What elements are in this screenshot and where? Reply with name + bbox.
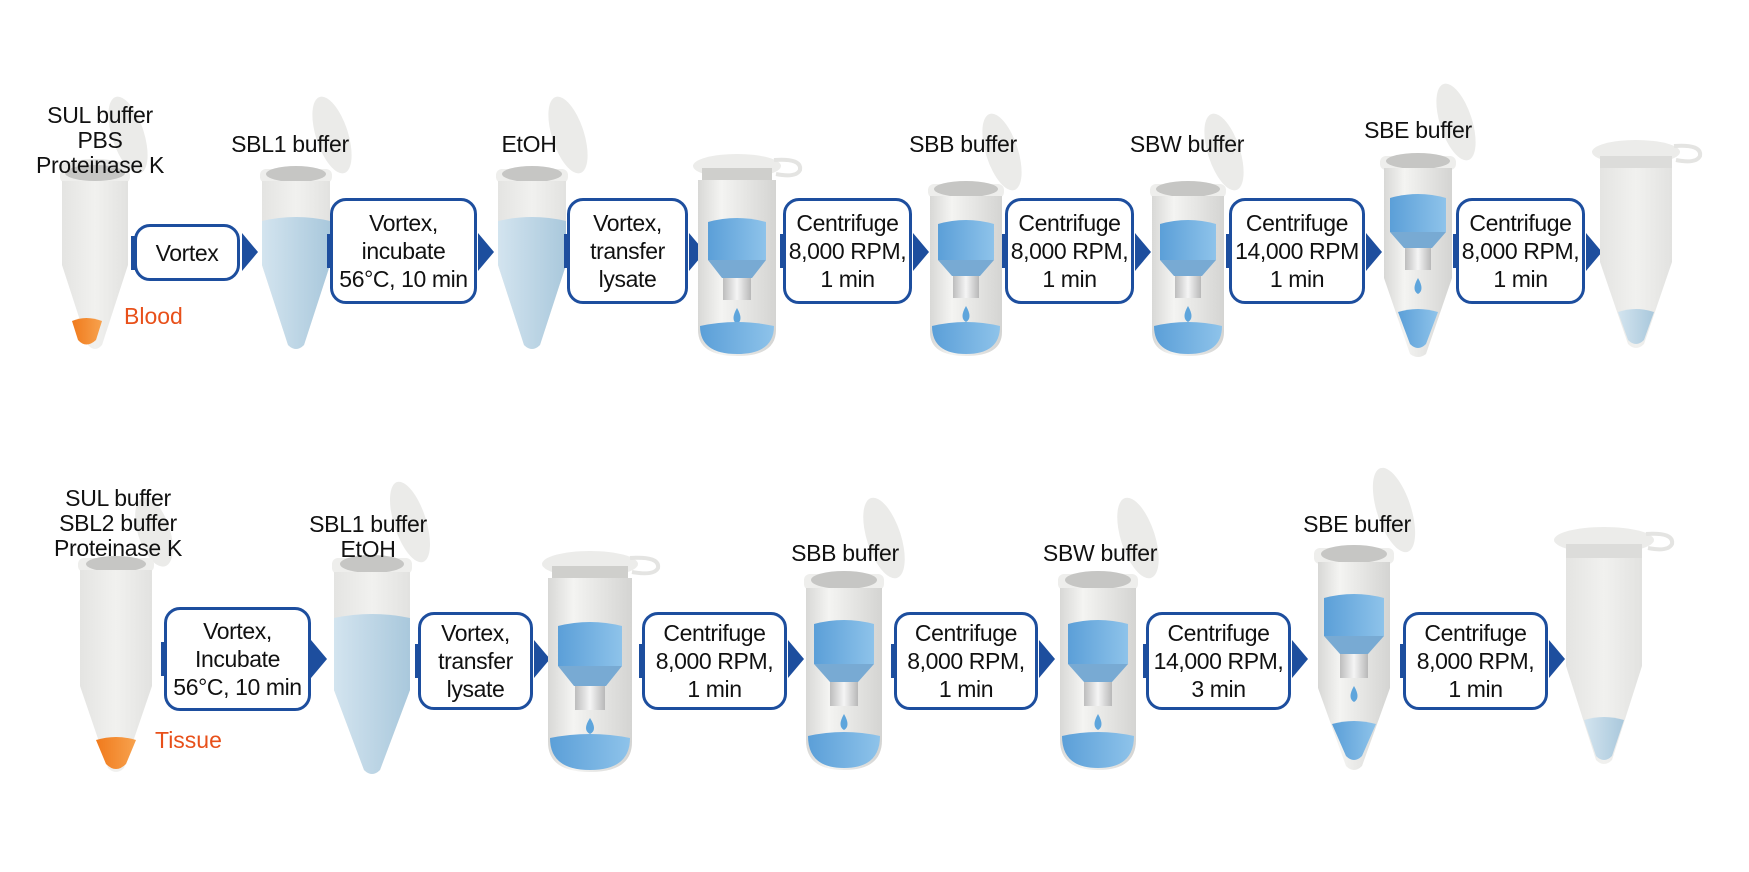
reagent-label: SBW buffer [1042,540,1158,566]
reagent-label: SBE buffer [1303,511,1411,537]
reagent-label: SBB buffer [909,131,1017,157]
capped-tube-eluate-icon [1554,527,1675,764]
arrow-right-icon [1292,640,1308,678]
open-spin-column-icon [1058,497,1159,770]
step-box: Vortex, transfer lysate [418,612,533,710]
arrow-right-icon [311,640,327,678]
step-box: Vortex [134,224,240,281]
arrow-right-icon [913,233,929,271]
open-tube-buffer-icon [260,96,352,349]
step-box: Centrifuge 8,000 RPM, 1 min [1403,612,1548,710]
step-box: Centrifuge 8,000 RPM, 1 min [642,612,787,710]
tissue-sample-icon [96,737,136,769]
arrow-right-icon [1549,640,1565,678]
open-spin-column-conical-icon [1314,467,1416,770]
arrow-right-icon [534,640,550,678]
step-box: Centrifuge 8,000 RPM, 1 min [894,612,1038,710]
arrow-right-icon [242,233,258,271]
step-box: Centrifuge 8,000 RPM, 1 min [783,198,912,304]
step-box: Centrifuge 8,000 RPM, 1 min [1005,198,1134,304]
open-spin-column-icon [804,497,905,770]
blood-sample-icon [72,318,102,345]
step-box: Vortex, transfer lysate [567,198,688,304]
reagent-label: SUL buffer PBS Proteinase K [35,102,165,178]
sample-label-tissue: Tissue [155,727,222,753]
step-box: Vortex, incubate 56°C, 10 min [330,198,477,304]
reagent-label: EtOH [501,131,557,157]
open-spin-column-icon [928,113,1022,356]
capped-spin-column-icon [693,154,803,356]
arrow-right-icon [1586,233,1602,271]
open-tube-buffer-icon [496,96,588,349]
capped-spin-column-icon [542,551,661,772]
reagent-label: SBW buffer [1129,131,1245,157]
reagent-label: SBL1 buffer EtOH [309,511,427,562]
arrow-right-icon [1135,233,1151,271]
open-tube-icon [78,497,173,772]
step-box: Vortex, Incubate 56°C, 10 min [164,607,311,711]
step-box: Centrifuge 14,000 RPM 1 min [1229,198,1365,304]
open-spin-column-icon [1150,113,1244,356]
reagent-label: SBE buffer [1364,117,1472,143]
reagent-label: SUL buffer SBL2 buffer Proteinase K [53,485,183,561]
reagent-label: SBL1 buffer [231,131,349,157]
arrow-right-icon [478,233,494,271]
step-box: Centrifuge 8,000 RPM, 1 min [1456,198,1585,304]
reagent-label: SBB buffer [791,540,899,566]
arrow-right-icon [1039,640,1055,678]
open-tube-icon [58,96,148,349]
sample-label-blood: Blood [124,303,183,329]
capped-tube-eluate-icon [1592,140,1703,348]
arrow-right-icon [788,640,804,678]
open-spin-column-conical-icon [1380,83,1476,357]
arrow-right-icon [1366,233,1382,271]
step-box: Centrifuge 14,000 RPM, 3 min [1146,612,1291,710]
open-tube-buffer-icon [332,481,431,774]
